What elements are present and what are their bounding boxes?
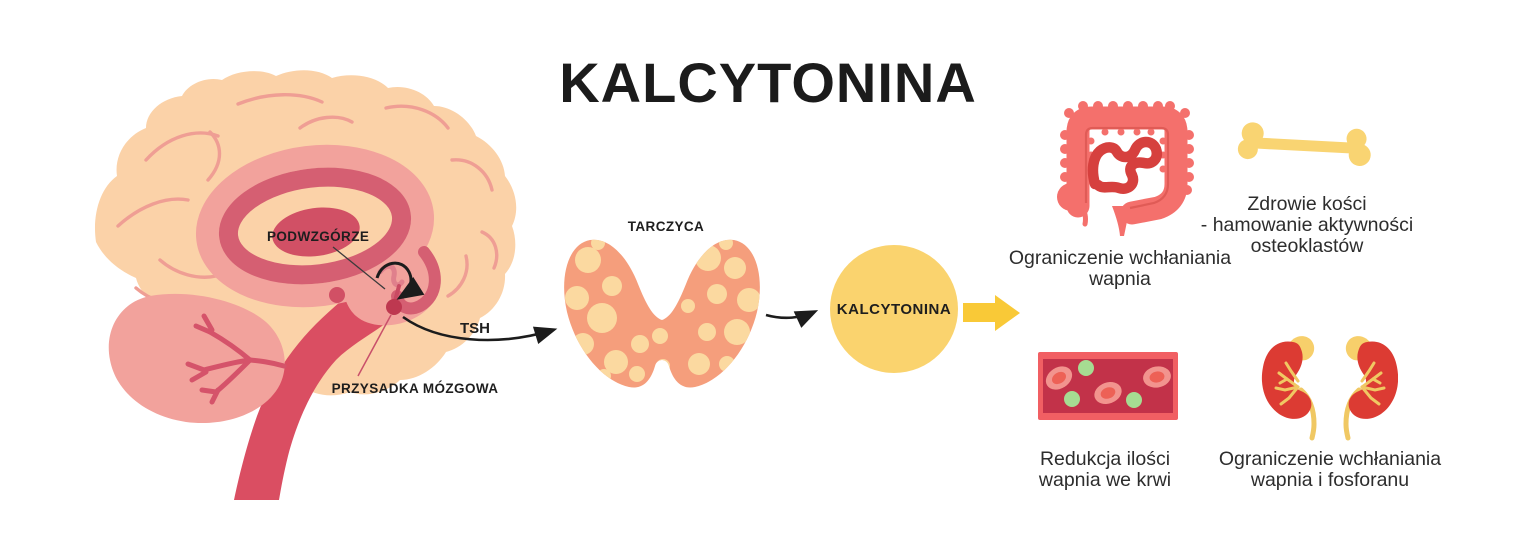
- kidneys-icon: [1261, 336, 1398, 441]
- blood-vessel-icon: [1038, 352, 1178, 420]
- calcium-ions: [1064, 360, 1142, 408]
- gyri-lines: [116, 93, 499, 307]
- intestine-icon: [1057, 101, 1194, 236]
- cerebellum-branches: [185, 313, 287, 405]
- pituitary-label: PRZYSADKA MÓZGOWA: [331, 381, 499, 396]
- bone-caption: Zdrowie kości - hamowanie aktywności ost…: [1200, 193, 1414, 257]
- brain-illustration: [94, 70, 517, 500]
- intestine-caption: Ograniczenie wchłaniania wapnia: [1008, 247, 1232, 290]
- rectum: [1112, 206, 1130, 236]
- tsh-label: TSH: [460, 320, 490, 337]
- pituitary-dot: [386, 299, 402, 315]
- left-kidney: [1261, 336, 1317, 441]
- limbic-outer-band: [195, 144, 435, 308]
- hormone-circle: KALCYTONINA: [830, 245, 958, 373]
- page-title: KALCYTONINA: [559, 51, 977, 114]
- kidneys-caption: Ograniczenie wchłaniania wapnia i fosfor…: [1218, 448, 1442, 491]
- cerebellum-shape: [108, 293, 285, 424]
- appendix: [1078, 203, 1088, 227]
- right-kidney: [1343, 336, 1398, 441]
- thyroid-icon: [564, 239, 760, 388]
- mammillary-dot: [329, 287, 345, 303]
- hypothalamus-label: PODWZGÓRZE: [267, 229, 370, 244]
- hormone-label: KALCYTONINA: [836, 300, 952, 318]
- bone-icon: [1237, 122, 1371, 166]
- thalamus-shape: [272, 207, 360, 257]
- yellow-arrow-icon: [963, 295, 1020, 331]
- large-intestine: [1057, 101, 1194, 236]
- red-blood-cells: [1045, 366, 1171, 404]
- thyroid-label: TARCZYCA: [627, 219, 705, 234]
- blood-caption: Redukcja ilości wapnia we krwi: [1038, 448, 1172, 491]
- small-intestine: [1087, 136, 1162, 194]
- thyroid-to-hormone-arrow: [765, 310, 819, 328]
